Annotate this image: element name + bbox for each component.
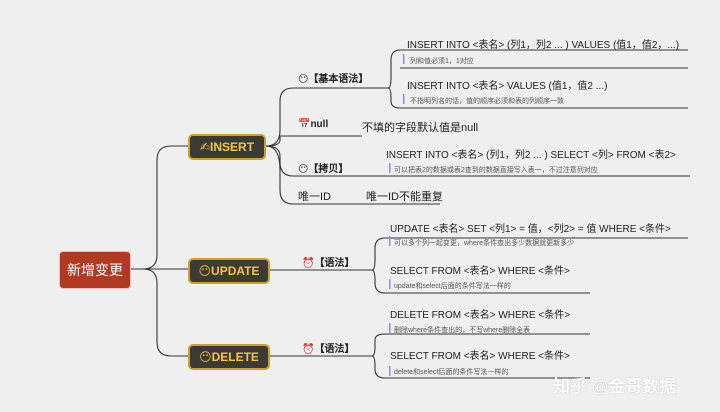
insert-null-label: 📅null [298, 119, 329, 130]
watermark: 知乎 @金哥数据 [553, 377, 677, 396]
insert-syntax-note-2: 不指明列名的话，值的顺序必须和表的列顺序一致 [410, 98, 564, 105]
insert-copy-label: 😶【拷贝】 [298, 164, 349, 175]
update-syntax-statement-2: SELECT FROM <表名> WHERE <条件> [390, 266, 570, 277]
insert-unique-label: 唯一ID [298, 191, 331, 203]
delete-syntax-note-2: delete和select后面的条件写法一样的 [394, 369, 509, 376]
root-label: 新增变更 [67, 262, 123, 278]
insert-syntax-label: 😶【基本语法】 [298, 74, 369, 85]
update-title: 😶UPDATE [198, 264, 260, 278]
delete-syntax-note-1: 删除where条件查出的，不写where删除全表 [394, 327, 531, 334]
insert-syntax-statement-1: INSERT INTO <表名> (列1，列2 ... ) VALUES (值1… [407, 40, 680, 51]
delete-node[interactable]: 😶DELETE [188, 344, 270, 370]
insert-copy-statement: INSERT INTO <表名> (列1，列2 ... ) SELECT <列>… [386, 150, 676, 161]
update-syntax-statement-1: UPDATE <表名> SET <列1> = 值，<列2> = 值 WHERE … [390, 224, 671, 235]
insert-null-desc: 不填的字段默认值是null [362, 122, 479, 134]
delete-syntax-statement-2: SELECT FROM <表名> WHERE <条件> [390, 351, 570, 362]
insert-syntax-statement-2: INSERT INTO <表名> VALUES (值1，值2 ...) [407, 81, 608, 92]
delete-syntax-statement-1: DELETE FROM <表名> WHERE <条件> [390, 310, 571, 321]
delete-syntax-label: ⏰【语法】 [302, 344, 355, 355]
update-syntax-label: ⏰【语法】 [302, 258, 355, 269]
root-node[interactable]: 新增变更 [59, 251, 131, 289]
insert-copy-note: 可以把表2的数据或表2查到的数据直接写入表一，不过注意列对应 [394, 167, 598, 174]
update-node[interactable]: 😶UPDATE [188, 258, 270, 284]
insert-title: ✍INSERT [199, 140, 255, 154]
insert-node[interactable]: ✍INSERT [188, 134, 266, 160]
insert-unique-desc: 唯一ID不能重复 [366, 191, 443, 203]
delete-title: 😶DELETE [199, 350, 259, 364]
insert-syntax-note-1: 列和值必须1，1对应 [410, 58, 474, 65]
update-syntax-note-1: 可以多个列一起变更，where条件查出多少数据就更新多少 [394, 240, 575, 247]
update-syntax-note-2: update和select后面的条件写法一样的 [394, 283, 511, 290]
